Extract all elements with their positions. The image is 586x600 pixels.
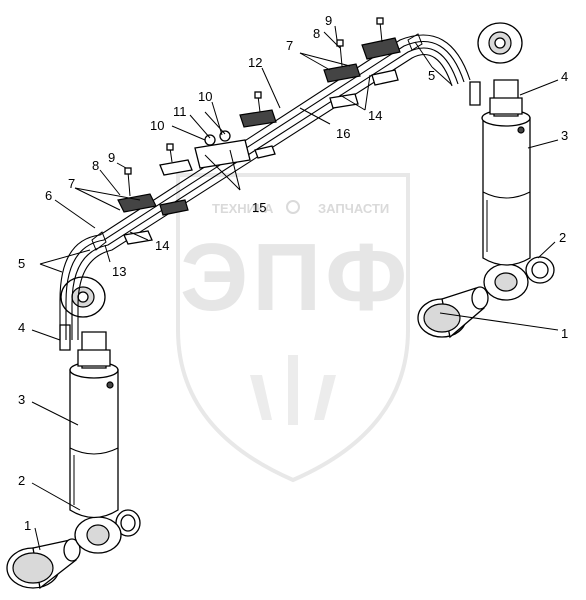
right-pin — [417, 286, 489, 339]
callout-13: 13 — [112, 264, 126, 279]
callout-16: 16 — [336, 126, 350, 141]
callout-10-left: 10 — [150, 118, 164, 133]
callout-14-left: 14 — [155, 238, 169, 253]
callout-7-right: 7 — [286, 38, 293, 53]
callout-9-right: 9 — [325, 13, 332, 28]
callout-10-right: 10 — [198, 89, 212, 104]
callout-9-left: 9 — [108, 150, 115, 165]
callout-14-right: 14 — [368, 108, 382, 123]
left-fitting — [59, 324, 71, 351]
clamp-group — [159, 143, 193, 176]
watermark-logo: ЭПФ — [180, 224, 411, 331]
left-pin — [6, 538, 81, 590]
callout-1-left: 1 — [24, 518, 31, 533]
callout-7-left: 7 — [68, 176, 75, 191]
callout-5-left: 5 — [18, 256, 25, 271]
callout-8-left: 8 — [92, 158, 99, 173]
watermark-text-right: ЗАПЧАСТИ — [318, 201, 389, 216]
callout-6: 6 — [45, 188, 52, 203]
clamps — [117, 17, 401, 245]
callout-3-left: 3 — [18, 392, 25, 407]
gear-icon — [286, 200, 300, 214]
clamp-group — [239, 91, 277, 128]
callout-4-left: 4 — [18, 320, 25, 335]
leader-lines — [31, 25, 559, 551]
callout-12: 12 — [248, 55, 262, 70]
callout-15: 15 — [252, 200, 266, 215]
callout-11: 11 — [173, 104, 187, 119]
hose-run — [59, 33, 471, 340]
callout-2-right: 2 — [559, 230, 566, 245]
watermark: ТЕХНИКА ЗАПЧАСТИ ЭПФ — [176, 173, 411, 483]
callout-1-right: 1 — [561, 326, 568, 341]
clamp-group — [361, 17, 401, 86]
clamp-group — [323, 39, 361, 109]
watermark-text-left: ТЕХНИКА — [212, 201, 274, 216]
callout-4-right: 4 — [561, 69, 568, 84]
clamp-group — [194, 130, 276, 169]
callout-2-left: 2 — [18, 473, 25, 488]
clamp-group — [117, 167, 189, 245]
callout-labels: 1 1 2 2 3 3 4 4 5 5 6 7 7 8 8 9 9 10 10 … — [18, 13, 568, 533]
right-cylinder-assembly — [417, 22, 555, 339]
callout-3-right: 3 — [561, 128, 568, 143]
callout-8-right: 8 — [313, 26, 320, 41]
left-cylinder-barrel — [69, 369, 119, 519]
left-cylinder-assembly — [6, 276, 141, 590]
right-cylinder-barrel — [482, 117, 531, 266]
callout-5-right: 5 — [428, 68, 435, 83]
wheat-emblem-icon — [250, 355, 336, 425]
right-fitting — [469, 81, 481, 106]
